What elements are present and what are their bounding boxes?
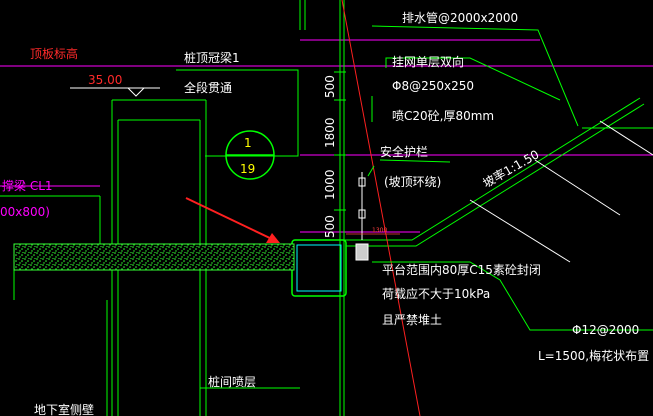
- dim-1800: 1800: [323, 117, 337, 148]
- pile-cap-beam-label: 桩顶冠梁1: [184, 50, 240, 65]
- platform-note: 平台范围内80厚C15素砼封闭: [382, 262, 541, 277]
- basement-wall-label: 地下室侧壁: [34, 402, 94, 416]
- brace-beam-concrete: [13, 243, 295, 271]
- dim-500-bottom: 500: [323, 215, 337, 238]
- top-ring-note: (坡顶环绕): [384, 175, 441, 189]
- load-note: 荷载应不大于10kPa: [382, 286, 490, 301]
- slope-ratio-label: 坡率1:1.50: [480, 146, 542, 190]
- section-number: 1: [244, 136, 252, 150]
- pile-shotcrete-label: 桩间喷层: [208, 374, 256, 389]
- dim-1000: 1000: [323, 169, 337, 200]
- full-length-label: 全段贯通: [184, 80, 232, 95]
- length-note: L=1500,梅花状布置: [538, 348, 649, 363]
- shotcrete-label: 喷C20砼,厚80mm: [392, 109, 494, 123]
- red-arrow: [185, 197, 280, 243]
- dimension-chain: [334, 71, 346, 241]
- elevation-value: 35.00: [88, 73, 122, 87]
- hang-mesh-label: 挂网单层双向: [392, 54, 464, 69]
- section-marker: [225, 130, 275, 180]
- no-stacking-note: 且严禁堆土: [382, 313, 442, 327]
- rebar-spec-label: Φ8@250x250: [392, 79, 474, 93]
- slope-lines: [346, 97, 653, 247]
- roof-elevation-label: 顶板标高: [30, 46, 78, 61]
- section-sheet: 19: [240, 162, 255, 176]
- leader-lines: [0, 25, 653, 389]
- small-dim-label: 1300: [372, 227, 387, 234]
- drain-pipe-label: 排水管@2000x2000: [402, 10, 518, 25]
- structure-lines: [13, 0, 345, 416]
- brace-beam-label: 撑梁 CL1: [2, 178, 53, 193]
- rebar-right-label: Φ12@2000: [572, 323, 639, 337]
- pile-cap-beam: [291, 239, 347, 297]
- safety-rail-label: 安全护栏: [380, 144, 428, 159]
- elevation-marker: [70, 87, 160, 97]
- red-section-line: [341, 0, 421, 416]
- pile-cap-inner: [296, 244, 342, 292]
- soil-nails: [469, 120, 653, 263]
- safety-rail: [355, 172, 369, 261]
- dim-500-top: 500: [323, 75, 337, 98]
- brace-size-label: 00x800): [0, 205, 50, 219]
